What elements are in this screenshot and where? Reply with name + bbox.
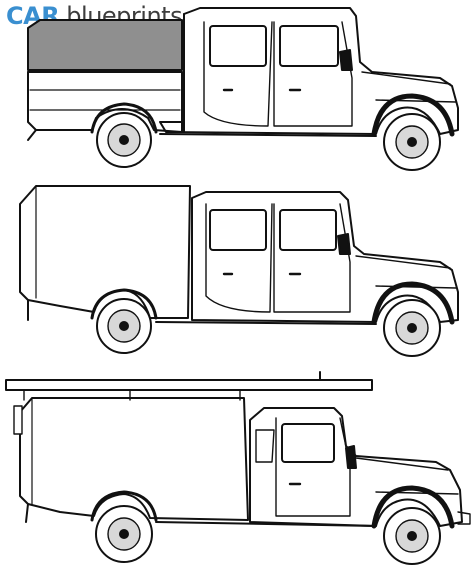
front-bumper bbox=[457, 511, 471, 525]
vehicle-double-cab-box bbox=[19, 185, 459, 357]
cab-door bbox=[275, 417, 351, 517]
roof-rack bbox=[5, 379, 373, 391]
cab-door-window bbox=[281, 423, 335, 463]
wing-mirror bbox=[345, 445, 357, 469]
cab-body bbox=[191, 191, 459, 323]
cab-side-window bbox=[255, 429, 275, 463]
mudflap bbox=[25, 503, 29, 523]
wing-mirror bbox=[339, 49, 353, 71]
rear-door-window bbox=[209, 25, 267, 67]
mudflap bbox=[27, 129, 37, 141]
front-door bbox=[273, 203, 351, 313]
wing-mirror bbox=[337, 233, 351, 255]
front-door-window bbox=[279, 209, 337, 251]
vehicle-single-cab-box-rack bbox=[5, 371, 471, 565]
front-door-window bbox=[279, 25, 339, 67]
box-body bbox=[19, 397, 249, 521]
rear-door-window bbox=[209, 209, 267, 251]
canvas-tilt bbox=[27, 19, 183, 71]
rear-door bbox=[205, 203, 273, 313]
rear-door bbox=[203, 21, 273, 127]
vehicle-double-cab-canvas bbox=[27, 7, 459, 171]
front-door bbox=[273, 21, 353, 127]
cab-body bbox=[249, 407, 463, 527]
rear-ladder bbox=[13, 405, 23, 435]
rear-body bbox=[27, 71, 183, 133]
box-body bbox=[19, 185, 191, 319]
